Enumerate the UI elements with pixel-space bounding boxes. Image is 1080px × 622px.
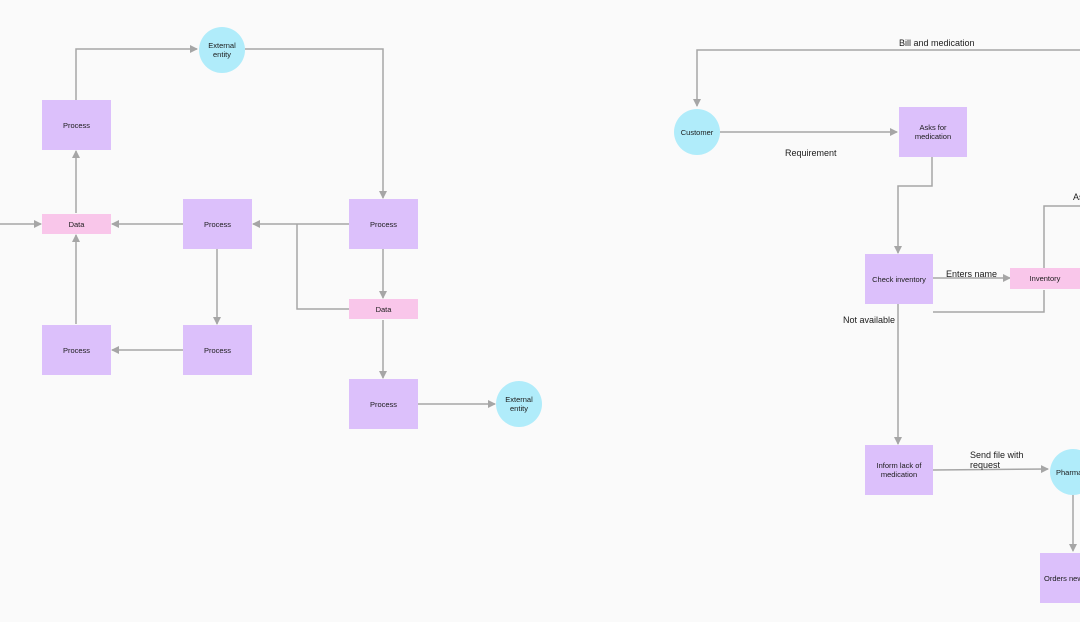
edge-inventory-to-check — [933, 290, 1045, 313]
label-as-truncated: As — [1073, 192, 1080, 202]
process-top-left[interactable]: Process — [42, 100, 111, 150]
label-bill-and-medication: Bill and medication — [899, 38, 975, 48]
asks-for-medication-label: Asks for medication — [914, 123, 952, 141]
process-bottom-middle[interactable]: Process — [183, 325, 252, 375]
edge-external-entity-to-process-right — [245, 48, 387, 199]
edge-asks-to-check — [894, 157, 933, 254]
inventory-data-store[interactable]: Inventory — [1010, 268, 1080, 289]
inventory-data-store-label: Inventory — [1029, 274, 1061, 283]
check-inventory-label: Check inventory — [872, 274, 926, 284]
customer-entity-label: Customer — [680, 127, 714, 137]
external-entity-bottom-label: External entity — [505, 395, 533, 413]
process-top-left-label: Process — [62, 120, 91, 130]
process-bottom-right-label: Process — [369, 399, 398, 409]
edge-data-right-to-process-mid — [296, 224, 349, 310]
process-middle-label: Process — [203, 219, 232, 229]
asks-for-medication-process[interactable]: Asks for medication — [899, 107, 967, 157]
pharma-entity-label: Pharma — [1056, 467, 1080, 477]
external-entity-bottom[interactable]: External entity — [496, 381, 542, 427]
edge-inventory-up-right — [1043, 205, 1080, 268]
edge-process-top-to-external-entity — [75, 45, 198, 100]
label-not-available: Not available — [843, 315, 896, 325]
process-bottom-middle-label: Process — [203, 345, 232, 355]
process-bottom-left[interactable]: Process — [42, 325, 111, 375]
orders-new-process[interactable]: Orders new — [1040, 553, 1080, 603]
external-entity-top-label: External entity — [208, 41, 236, 59]
customer-entity[interactable]: Customer — [674, 109, 720, 155]
inform-lack-label: Inform lack of medication — [876, 461, 922, 479]
data-store-left-label: Data — [68, 219, 85, 229]
data-store-right[interactable]: Data — [349, 299, 418, 319]
pharma-entity[interactable]: Pharma — [1050, 449, 1080, 495]
edge-bill-to-customer — [693, 49, 1080, 107]
inform-lack-process[interactable]: Inform lack of medication — [865, 445, 933, 495]
label-send-file-with-request: Send file with request — [970, 450, 1024, 470]
process-middle[interactable]: Process — [183, 199, 252, 249]
label-enters-name: Enters name — [946, 269, 998, 279]
process-bottom-left-label: Process — [62, 345, 91, 355]
check-inventory-process[interactable]: Check inventory — [865, 254, 933, 304]
external-entity-top[interactable]: External entity — [199, 27, 245, 73]
data-store-right-label: Data — [375, 304, 392, 314]
process-right-label: Process — [369, 219, 398, 229]
process-right[interactable]: Process — [349, 199, 418, 249]
orders-new-label: Orders new — [1044, 573, 1080, 583]
edge-inform-to-pharma — [932, 465, 1049, 474]
data-store-left[interactable]: Data — [42, 214, 111, 234]
process-bottom-right[interactable]: Process — [349, 379, 418, 429]
label-requirement: Requirement — [785, 148, 837, 158]
